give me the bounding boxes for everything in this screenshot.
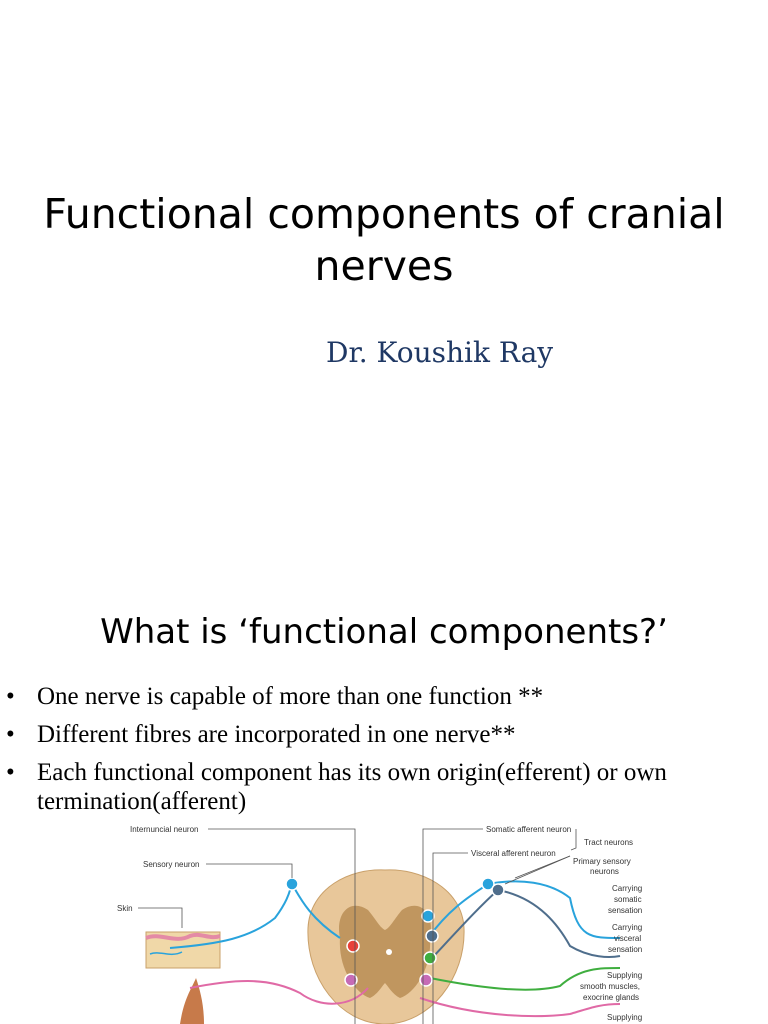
internuncial-neuron-body [346,939,360,953]
content-slide: What is ‘functional components?’ • One ne… [0,576,768,1024]
slide-heading: What is ‘functional components?’ [100,612,668,652]
label-sensory: Sensory neuron [143,860,199,869]
label-internuncial: Internuncial neuron [130,825,199,834]
bullet-list: • One nerve is capable of more than one f… [0,682,760,825]
spinal-cord-diagram: Internuncial neuron Sensory neuron Skin … [117,825,642,1024]
label-supplying: exocrine glands [583,993,639,1002]
primary-sensory-neuron-2 [491,883,505,897]
bullet-icon: • [6,721,15,748]
tract-neuron-visceral [425,929,439,943]
author-name: Dr. Koushik Ray [326,336,554,369]
label-skin: Skin [117,904,133,913]
label-supplying: smooth muscles, [580,982,640,991]
label-carrying-visceral: sensation [608,945,642,954]
efferent-fibre [429,967,621,991]
sensory-neuron-body [285,877,299,891]
leader-lines [138,828,577,1024]
central-canal [386,949,392,955]
somatic-efferent-neuron [419,973,433,987]
somatic-afferent-fibre [427,880,621,939]
primary-sensory-neuron-1 [481,877,495,891]
label-carrying-somatic: somatic [614,895,642,904]
label-carrying-somatic: Carrying [612,884,642,893]
sensory-fibre [169,881,341,949]
label-somatic-afferent: Somatic afferent neuron [486,825,571,834]
bullet-item: • Each functional component has its own o… [0,758,760,816]
bullet-text: Each functional component has its own or… [37,759,667,815]
label-primary-sensory: Primary sensory [573,857,631,866]
motor-neuron-body [344,973,358,987]
slide-title: Functional components of cranial nerves [43,190,725,290]
bullet-icon: • [6,759,15,786]
bullet-item: • Different fibres are incorporated in on… [0,720,760,749]
label-carrying-visceral: visceral [614,934,641,943]
label-carrying-somatic: sensation [608,906,642,915]
bullet-item: • One nerve is capable of more than one f… [0,682,760,711]
label-primary-sensory: neurons [590,867,619,876]
label-tract: Tract neurons [584,838,633,847]
visceral-afferent-fibre [431,888,621,959]
muscle-icon [180,978,204,1024]
title-slide: Functional components of cranial nerves … [43,190,725,369]
label-carrying-visceral: Carrying [612,923,642,932]
efferent-fibre-2 [419,997,621,1018]
visceral-efferent-neuron [423,951,437,965]
label-supplying: Supplying [607,1013,642,1022]
skin-icon [145,931,221,969]
grey-matter-shape [339,905,431,998]
tract-neuron-somatic [421,909,435,923]
label-supplying: Supplying [607,971,642,980]
motor-fibre [189,980,369,1005]
bullet-icon: • [6,683,15,710]
bullet-text: Different fibres are incorporated in one… [37,721,516,748]
label-visceral-afferent: Visceral afferent neuron [471,849,556,858]
bullet-text: One nerve is capable of more than one fu… [37,683,544,710]
